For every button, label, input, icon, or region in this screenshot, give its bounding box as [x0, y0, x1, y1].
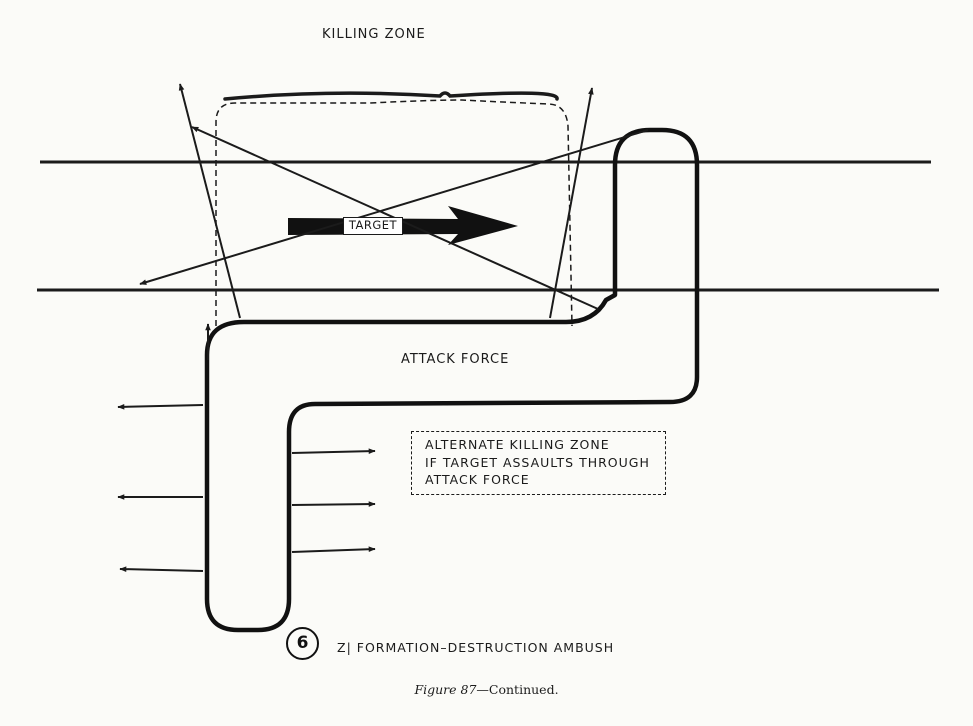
fire-arrow-left-up: [178, 83, 241, 319]
figure-title: Z| FORMATION–DESTRUCTION AMBUSH: [337, 640, 615, 655]
fire-arrow-left-1: [117, 404, 204, 410]
alternate-zone-line-1: ALTERNATE KILLING ZONE: [425, 437, 610, 452]
figure-number-badge: 6: [286, 627, 319, 660]
killing-zone-label: KILLING ZONE: [322, 27, 426, 42]
caption-suffix: —Continued.: [476, 682, 559, 697]
target-label: TARGET: [343, 217, 403, 235]
figure-caption: Figure 87—Continued.: [0, 682, 973, 697]
fire-arrow-right-3: [291, 546, 376, 553]
killing-zone-brace: [223, 91, 559, 101]
alternate-killing-zone-box: ALTERNATE KILLING ZONE IF TARGET ASSAULT…: [411, 431, 666, 495]
caption-figure-number: Figure 87: [414, 682, 477, 697]
target-arrow: [288, 206, 518, 245]
fire-arrow-right-up: [549, 87, 594, 319]
killing-zone-bracket: [215, 99, 573, 327]
attack-force-label: ATTACK FORCE: [401, 352, 510, 367]
fire-arrow-right-1: [291, 448, 376, 454]
fire-arrow-left-3: [119, 566, 204, 572]
fire-arrow-right-2: [291, 501, 376, 507]
alternate-zone-line-3: ATTACK FORCE: [425, 472, 530, 487]
alternate-zone-line-2: IF TARGET ASSAULTS THROUGH: [425, 454, 650, 470]
attack-force-formation: [204, 127, 700, 633]
fire-arrow-cross-left: [139, 129, 649, 285]
